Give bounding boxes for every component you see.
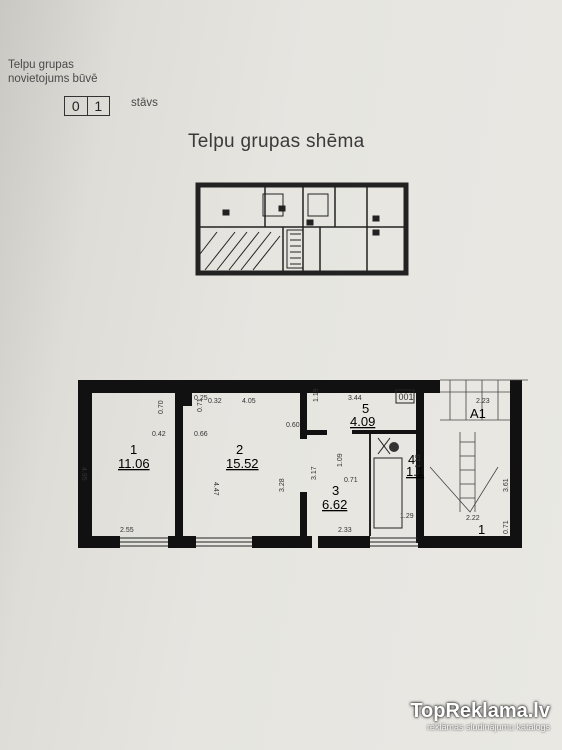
dim-label: 0.25 xyxy=(194,395,208,402)
watermark-brand: TopReklama.lv xyxy=(410,700,550,722)
room-5-area: 4.09 xyxy=(350,414,375,429)
floor-digit-2: 1 xyxy=(94,98,103,114)
dim-label: 3.61 xyxy=(503,478,510,492)
dim-label: 0.71 xyxy=(503,520,510,534)
room-4-area: 1.1 xyxy=(406,464,424,479)
overview-floor-plan xyxy=(195,182,409,276)
room-4-number: 4 xyxy=(408,452,415,467)
watermark: TopReklama.lv reklāmas sludinājumu katal… xyxy=(410,700,550,732)
room-5-number: 5 xyxy=(362,401,369,416)
room-1-number: 1 xyxy=(130,442,137,457)
dim-label: 3.44 xyxy=(348,395,362,402)
floor-digit-1: 0 xyxy=(65,97,88,115)
plan-code: 001 xyxy=(399,392,414,402)
dim-label: 3.28 xyxy=(279,478,286,492)
stair-label: A1 xyxy=(470,406,486,421)
dim-label: 0.42 xyxy=(152,431,166,438)
dim-label: 0.66 xyxy=(194,431,208,438)
room-1-area: 11.06 xyxy=(118,456,150,471)
header-line-1: Telpu grupas xyxy=(8,59,74,71)
dim-label: 2.55 xyxy=(120,527,134,534)
detailed-floor-plan: 001 4.05 4.95 2.55 4.47 0.70 0.25 0.71 0… xyxy=(78,379,528,548)
floor-number-box: 0 1 xyxy=(64,96,110,116)
dim-label: 4.95 xyxy=(80,467,87,481)
dim-label: 3.17 xyxy=(311,466,318,480)
header-line-2: novietojums būvē xyxy=(8,73,98,85)
dim-label: 2.22 xyxy=(466,515,480,522)
floor-label: stāvs xyxy=(131,97,158,109)
dim-label: 2.33 xyxy=(338,527,352,534)
dim-label: 1.19 xyxy=(313,388,320,402)
stair-room-number: 1 xyxy=(478,522,485,537)
room-3-number: 3 xyxy=(332,483,339,498)
dim-label: 0.60 xyxy=(286,422,300,429)
dim-label: 1.29 xyxy=(400,513,414,520)
room-3-area: 6.62 xyxy=(322,497,347,512)
watermark-tagline: reklāmas sludinājumu katalogs xyxy=(426,722,550,732)
dim-label: 4.05 xyxy=(242,398,256,405)
dim-label: 0.32 xyxy=(208,398,222,405)
room-2-number: 2 xyxy=(236,442,243,457)
dim-label: 1.15 xyxy=(415,454,422,468)
plan-location-header: Telpu grupas novietojums būvē xyxy=(8,58,98,86)
dim-label: 4.47 xyxy=(212,482,219,496)
page-title: Telpu grupas shēma xyxy=(188,131,365,152)
room-2-area: 15.52 xyxy=(226,456,259,471)
dim-label: 0.71 xyxy=(344,477,358,484)
dim-label: 0.70 xyxy=(158,400,165,414)
dim-label: 1.09 xyxy=(337,453,344,467)
dim-label: 0.71 xyxy=(197,398,204,412)
dim-label: 2.23 xyxy=(476,398,490,405)
